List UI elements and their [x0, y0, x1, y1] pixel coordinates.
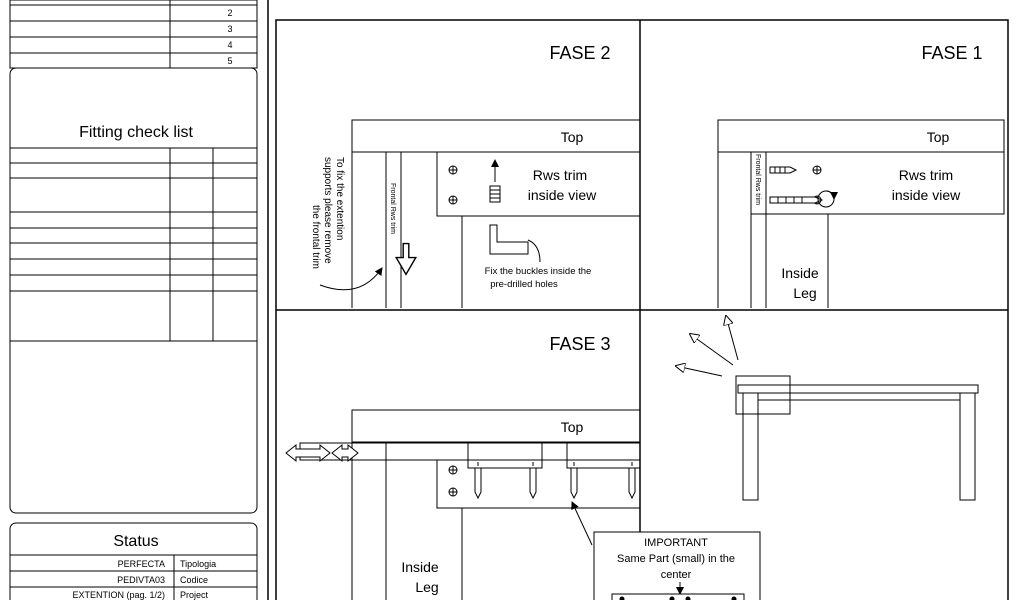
fase3-panel: FASE 3 Top Inside Leg — [285, 334, 761, 600]
status-table: Tipologia PERFECTA Codice PEDIVTA03 Proj… — [72, 559, 216, 600]
revision-numbers: 2 3 4 5 — [227, 8, 232, 66]
fase3-title: FASE 3 — [549, 334, 610, 354]
revision-number: 5 — [227, 56, 232, 66]
revision-number: 2 — [227, 8, 232, 18]
screw-hole-icon — [448, 465, 458, 497]
screw-icon — [769, 166, 838, 208]
status-value: PERFECTA — [118, 559, 165, 569]
fase2-panel: FASE 2 Top Rws trim inside view Frontal … — [310, 43, 641, 308]
bracket-icon — [489, 224, 541, 263]
fase1-title: FASE 1 — [921, 43, 982, 63]
fase2-trim-label: inside view — [528, 187, 597, 203]
status-label: Tipologia — [180, 559, 216, 569]
revision-number: 3 — [227, 24, 232, 34]
fase3-leg-label: Inside — [401, 559, 439, 575]
important-text: center — [661, 569, 692, 581]
fase1-leg-label: Leg — [793, 285, 816, 301]
status-value: EXTENTION (pag. 1/2) — [72, 590, 165, 600]
checklist-title: Fitting check list — [79, 124, 193, 141]
sidebar — [9, 0, 269, 600]
fase2-trim-label: Rws trim — [533, 167, 587, 183]
status-value: PEDIVTA03 — [117, 575, 165, 585]
screw-hole-icon — [448, 165, 458, 205]
fase2-note: pre-drilled holes — [490, 279, 558, 290]
fase1-top-label: Top — [927, 129, 950, 145]
fase2-rail-label: Frontal Rws trim — [389, 183, 396, 234]
fase1-rail-label: Frontal Rws trim — [754, 154, 761, 205]
pointer-arrow — [571, 501, 593, 546]
buckle-icon — [489, 159, 501, 203]
fase1-leg-label: Inside — [781, 265, 819, 281]
fase1-panel: FASE 1 Top Rws trim inside view Inside L… — [676, 43, 1005, 501]
arrow-icon — [676, 316, 739, 377]
fase2-side-note: supports please remove — [322, 157, 333, 264]
fase3-top-label: Top — [561, 419, 584, 435]
table-diagram — [735, 375, 979, 501]
fase2-side-note: To fix the extention — [334, 157, 345, 240]
fase1-trim-label: Rws trim — [899, 167, 953, 183]
fase1-trim-label: inside view — [892, 187, 961, 203]
part-icon — [611, 582, 745, 600]
important-title: IMPORTANT — [644, 537, 708, 549]
screw-icon — [474, 462, 636, 500]
slide-arrow-icon — [285, 443, 359, 463]
fase2-top-label: Top — [561, 129, 584, 145]
status-label: Codice — [180, 575, 208, 585]
remove-arrow-icon — [319, 242, 418, 291]
fase2-side-note: the frontal trim — [310, 205, 321, 269]
important-text: Same Part (small) in the — [617, 553, 735, 565]
status-label: Project — [180, 590, 209, 600]
status-title: Status — [113, 533, 158, 550]
fase2-title: FASE 2 — [549, 43, 610, 63]
revision-number: 4 — [227, 40, 232, 50]
fase2-note: Fix the buckles inside the — [485, 266, 592, 277]
fase3-leg-label: Leg — [415, 579, 438, 595]
